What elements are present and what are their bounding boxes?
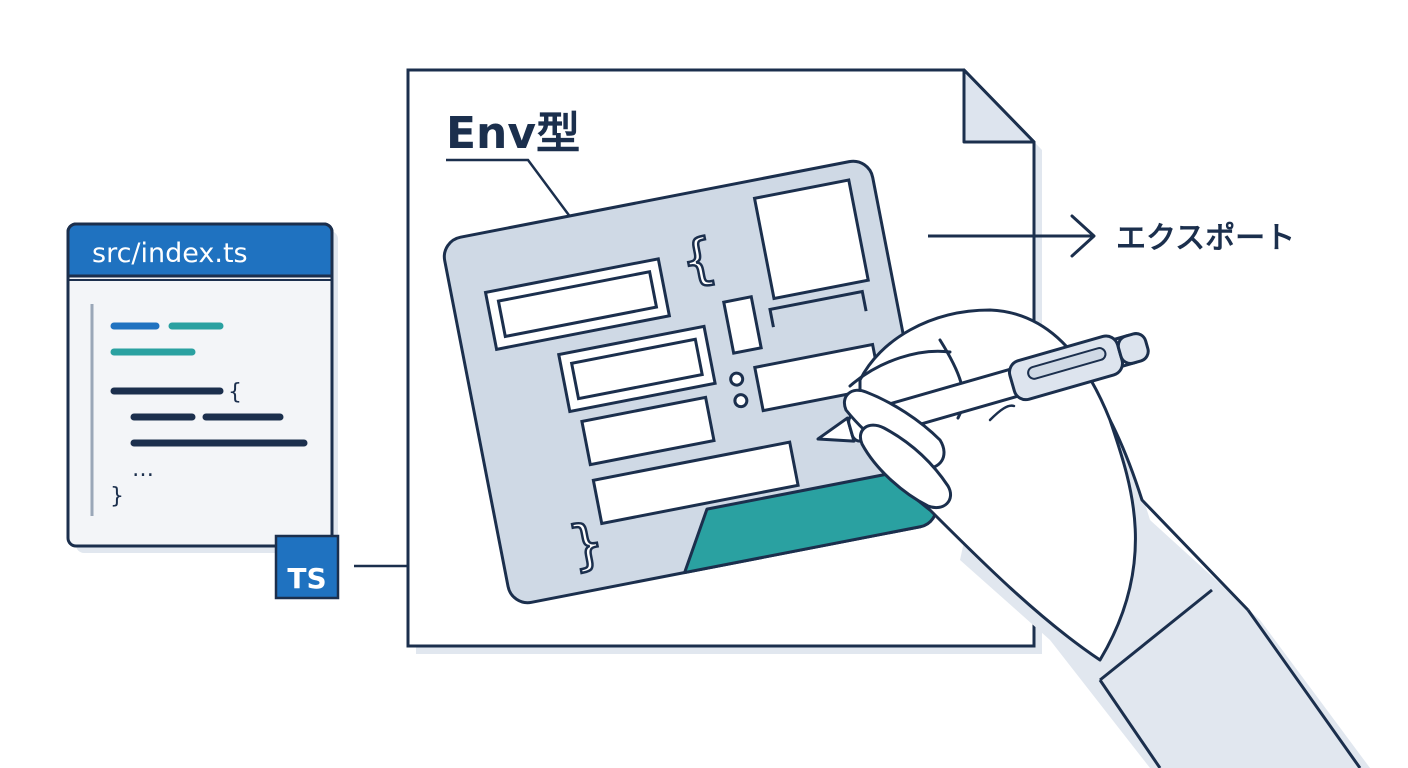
code-close-brace: } bbox=[110, 484, 124, 509]
stencil-slot bbox=[591, 440, 800, 526]
pen bbox=[816, 332, 1150, 443]
ts-badge-label: TS bbox=[287, 562, 326, 595]
file-name: src/index.ts bbox=[92, 238, 248, 269]
env-stencil: { } bbox=[442, 159, 938, 605]
stencil-slot bbox=[580, 395, 716, 467]
export-arrow: エクスポート bbox=[928, 214, 1295, 258]
sleeve-cuff bbox=[1099, 588, 1213, 682]
arm-outline-outer bbox=[1246, 609, 1362, 768]
hand-with-pen bbox=[816, 308, 1370, 768]
file-window-titlebar bbox=[66, 222, 334, 278]
pen-clip bbox=[1027, 347, 1107, 380]
ts-badge-box bbox=[274, 534, 340, 600]
export-label: エクスポート bbox=[1116, 221, 1295, 256]
thumb-line bbox=[848, 349, 952, 388]
arm-outline-inner bbox=[1098, 679, 1162, 768]
middle-finger bbox=[859, 423, 952, 509]
code-open-brace: { bbox=[228, 380, 242, 405]
export-arrow-head bbox=[1070, 214, 1096, 258]
pen-cap-end bbox=[1116, 332, 1150, 365]
stencil-colon-dot bbox=[733, 393, 749, 409]
stencil-square-cutout bbox=[752, 178, 870, 301]
stencil-slot-inner bbox=[496, 269, 659, 339]
stencil-small-slot bbox=[722, 295, 763, 355]
ts-badge: TS bbox=[274, 534, 340, 600]
stencil-bracket-outline bbox=[768, 289, 868, 328]
knuckle-crease bbox=[988, 404, 1016, 422]
document-folded-corner bbox=[962, 68, 1036, 144]
env-type-pointer bbox=[446, 158, 576, 223]
code-ellipsis: … bbox=[132, 457, 154, 482]
stencil-slot-inner bbox=[569, 337, 704, 401]
env-type-title: Env型 bbox=[446, 108, 580, 159]
source-file-window: src/index.ts { … } bbox=[66, 222, 338, 553]
stencil-colon-dot bbox=[729, 371, 745, 387]
